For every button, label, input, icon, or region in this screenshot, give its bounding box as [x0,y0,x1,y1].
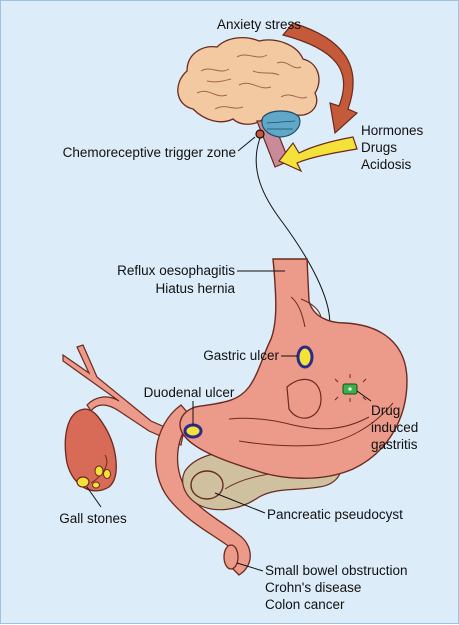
label-gastritis: gastritis [371,437,418,452]
systemic-arrow [279,137,357,171]
label-colon-cancer: Colon cancer [265,597,345,612]
label-crohns-disease: Crohn's disease [265,580,361,595]
label-drug: Drug [371,403,400,418]
gall-stone [95,466,103,476]
pylorus [287,379,321,418]
label-anxiety-stress: Anxiety stress [217,17,301,32]
duodenal-ulcer [185,425,201,437]
gall-stone [104,470,111,479]
label-pancreatic-pseudocyst: Pancreatic pseudocyst [267,507,403,522]
label-duodenal-ulcer: Duodenal ulcer [144,385,235,400]
label-reflux-oesophagitis: Reflux oesophagitis [117,263,235,278]
label-acidosis: Acidosis [361,157,412,172]
ctz-marker [256,130,264,138]
label-gastric-ulcer: Gastric ulcer [203,348,279,363]
label-small-bowel-obstruction: Small bowel obstruction [265,563,408,578]
label-induced: induced [371,420,418,435]
bowel-obstruction-site [224,545,238,569]
cerebellum [262,111,300,137]
gastric-ulcer [298,347,312,367]
label-hiatus-hernia: Hiatus hernia [155,281,235,296]
label-gall-stones: Gall stones [59,511,127,526]
gall-bladder [65,409,116,491]
gall-stone [93,482,100,488]
gall-stone [77,477,89,487]
label-drugs: Drugs [361,140,397,155]
label-chemoreceptive-trigger-zone: Chemoreceptive trigger zone [63,145,236,160]
label-hormones: Hormones [361,123,424,138]
cerebrum [178,38,319,125]
